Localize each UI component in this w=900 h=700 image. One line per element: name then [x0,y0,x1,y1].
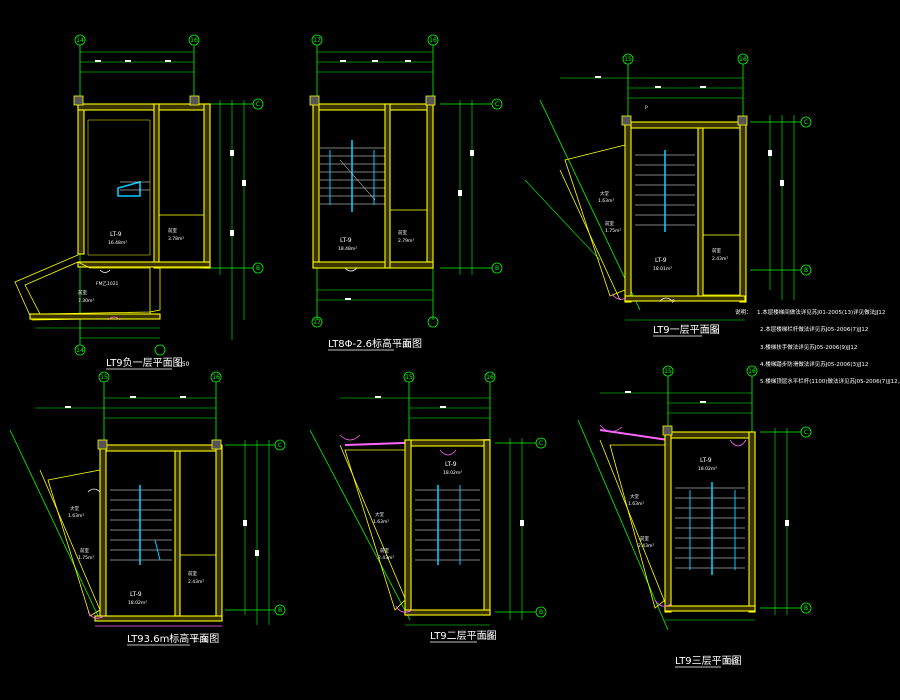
room-name-c-0: 大堂 [600,190,609,197]
grid-label-d-right-upper: C [278,442,282,449]
room-area-f-2: 2.43m² [638,543,654,549]
room-name-b-0: LT-9 [340,237,352,244]
grid-label-e-right-upper: C [539,440,543,447]
floor-plan-f: 15 16 C B [577,365,812,668]
floor-plan-c: 15 16 C B [524,53,812,337]
grid-label-a-bottom: 14 [76,347,84,354]
room-name-f-1: 大堂 [630,493,639,500]
room-name-a-3: 前室 [78,289,87,296]
grid-label-b-bottom: 17 [313,319,321,326]
grid-label-f-top-left: 15 [664,368,672,375]
grid-label-e-top-right: 16 [486,374,494,381]
grid-label-d-top-right: 16 [212,374,220,381]
room-area-d-2: 18.02m² [128,600,147,606]
notes-heading: 说明： [735,308,752,316]
room-area-a-0: 16.48m² [108,240,127,246]
grid-label-b-right-upper: C [495,101,499,108]
drawing-title-f: LT9三层平面图 [675,655,742,667]
room-area-d-3: 2.43m² [188,579,204,585]
room-name-a-0: LT-9 [110,231,122,238]
floor-plan-e: 15 16 C B [309,371,547,643]
grid-label-b-top-left: 17 [313,37,321,44]
room-name-e-2: 前室 [380,547,389,554]
floor-plan-a: 14 16 C B [14,34,264,370]
stair-flight-e [415,485,480,565]
drawing-scale-b: 1:50 [398,342,412,349]
grid-label-b-right-lower: B [495,265,499,272]
room-area-c-2: 18.01m² [653,266,672,272]
room-name-d-1: 前室 [80,547,89,554]
grid-label-a-top-left: 14 [76,37,84,44]
floor-plan-d: 15 16 C B [9,371,286,646]
grid-label-a-top-right: 16 [190,37,198,44]
room-area-d-0: 1.63m² [68,513,84,519]
grid-label-e-top-left: 15 [405,374,413,381]
room-area-b-0: 18.48m² [338,246,357,252]
design-notes: 说明： 1.本层楼梯间做法详见苏J01-2005(13)详见做法JJ12 2.本… [735,308,900,385]
svg-text:P: P [672,299,675,305]
room-area-e-2: 2.43m² [378,555,394,561]
stair-flight-d [110,485,172,565]
grid-label-d-top-left: 15 [100,374,108,381]
room-area-a-3: 7.30m² [78,298,94,304]
note-item-1: 1.本层楼梯间做法详见苏J01-2005(13)详见做法JJ12 [757,308,885,316]
drawing-title-d: LT93.6m标高平面图 [127,632,219,645]
grid-label-a-right-upper: C [256,101,260,108]
grid-label-a-right-lower: B [256,265,260,272]
drawing-title-e: LT9二层平面图 [430,630,497,642]
note-item-3: 3.楼梯扶手做法详见苏J05-2006(9)JJ12 [760,343,857,351]
grid-label-e-right-lower: B [539,609,543,616]
floor-plan-b: 17 16 C B [309,34,503,351]
grid-label-f-right-upper: C [804,429,808,436]
room-name-a-1: 前室 [168,227,177,234]
room-name-b-1: 前室 [398,229,407,236]
drawing-scale-a: 1:50 [176,361,190,368]
room-name-d-2: LT-9 [130,591,142,598]
room-name-d-3: 前室 [188,570,197,577]
room-name-d-0: 大堂 [70,505,79,512]
grid-label-c-top-left: 15 [624,56,632,63]
room-name-a-2: FM乙1021 [96,280,119,287]
room-area-e-0: 18.02m² [443,470,462,476]
room-area-f-1: 1.63m² [628,501,644,507]
note-item-4: 4.楼梯踏步防滑做法详见苏J05-2006(3)JJ12 [760,360,868,368]
grid-label-c-right-lower: B [804,267,808,274]
grid-label-b-top-right: 16 [429,37,437,44]
room-name-f-0: LT-9 [700,457,712,464]
drawing-title-a: LT9负一层平面图 [106,356,183,369]
grid-label-f-top-right: 16 [748,368,756,375]
grid-label-d-right-lower: B [278,607,282,614]
room-name-c-3: 前室 [712,247,721,254]
drawing-scale-d: 1:50 [194,637,208,644]
room-name-e-1: 大堂 [375,511,384,518]
stair-flight-f [675,482,745,575]
room-area-a-1: 3.78m² [168,236,184,242]
drawing-title-c: LT9一层平面图 [653,324,720,336]
room-name-f-2: 前室 [640,535,649,542]
drawing-scale-f: 1:50 [725,659,739,666]
drawing-scale-c: 1:50 [706,328,720,335]
drawing-title-b: LT8Φ-2.6标高平面图 [328,337,422,350]
stair-flight-b [320,140,385,212]
grid-label-c-top-right: 16 [739,56,747,63]
grid-label-f-right-lower: B [804,605,808,612]
room-area-c-1: 1.75m² [605,228,621,234]
room-area-b-1: 2.79m² [398,238,414,244]
room-area-f-0: 18.02m² [698,466,717,472]
room-area-e-1: 1.63m² [373,519,389,525]
stair-flight-c [635,150,695,232]
room-name-e-0: LT-9 [445,461,457,468]
room-name-c-2: LT-9 [655,257,667,264]
room-area-c-0: 1.63m² [598,198,614,204]
room-name-c-1: 前室 [605,220,614,227]
note-item-2: 2.本层楼梯栏杆做法详见苏J05-2006(7)JJ12 [760,325,868,333]
drawing-scale-e: 1:50 [481,634,495,641]
room-area-c-3: 2.43m² [712,256,728,262]
svg-text:P: P [645,105,648,111]
note-item-5: 5.楼梯顶层水平栏杆(1100)做法详见苏J05-2006(7)JJ12，做法详… [760,377,900,385]
grid-label-c-right-upper: C [804,119,808,126]
room-area-d-1: 1.75m² [78,555,94,561]
